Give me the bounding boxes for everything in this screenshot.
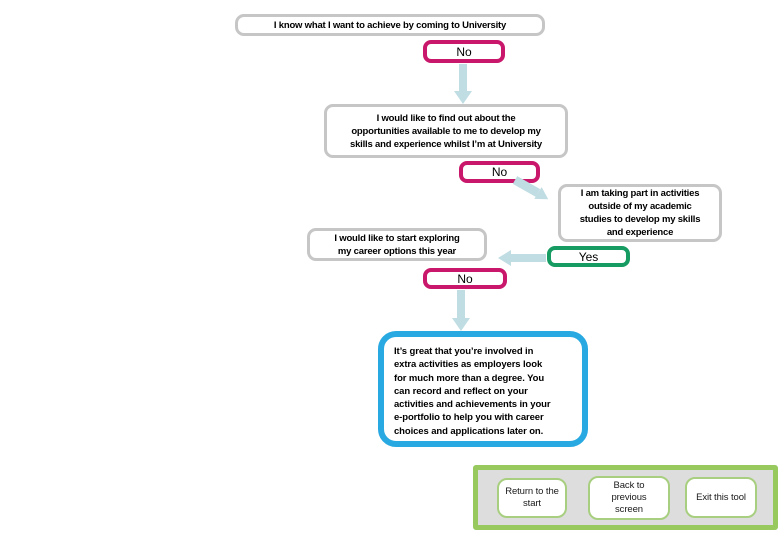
- navigation-panel: Return to the start Back to previous scr…: [473, 465, 778, 530]
- exit-tool-button[interactable]: Exit this tool: [685, 477, 757, 518]
- back-to-previous-screen-button[interactable]: Back to previous screen: [588, 476, 670, 520]
- no-button-2[interactable]: No: [459, 161, 540, 183]
- return-to-start-button[interactable]: Return to the start: [497, 478, 567, 518]
- down-arrow-icon: [452, 290, 470, 331]
- down-right-arrow-icon: [512, 176, 549, 200]
- statement-find-out-opportunities: I would like to find out about the oppor…: [324, 104, 568, 158]
- result-message-box: It’s great that you’re involved in extra…: [378, 331, 588, 447]
- down-arrow-icon: [454, 64, 472, 104]
- yes-button[interactable]: Yes: [547, 246, 630, 267]
- no-button-1[interactable]: No: [423, 40, 505, 63]
- no-button-3[interactable]: No: [423, 268, 507, 289]
- result-message-text: It’s great that you’re involved in extra…: [394, 346, 551, 437]
- statement-know-what-to-achieve: I know what I want to achieve by coming …: [235, 14, 545, 36]
- statement-taking-part-activities: I am taking part in activities outside o…: [558, 184, 722, 242]
- left-arrow-icon: [498, 250, 546, 266]
- statement-start-exploring-career: I would like to start exploring my caree…: [307, 228, 487, 261]
